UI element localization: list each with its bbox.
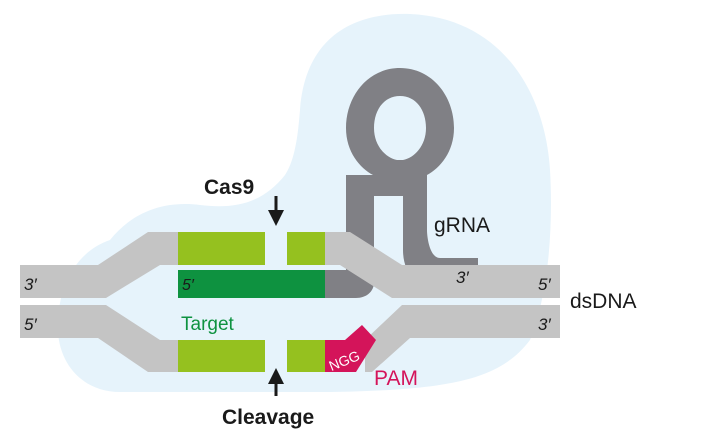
bottom-dna-strand-right — [365, 305, 560, 372]
pam-label: PAM — [374, 367, 418, 390]
grna-spacer — [178, 270, 325, 298]
bottom-right-end-label: 3′ — [538, 315, 551, 334]
grna-3prime-label: 3′ — [456, 268, 469, 287]
bottom-dna-strand-left — [20, 305, 178, 372]
pam-segment — [325, 325, 376, 372]
target-top-left — [178, 232, 265, 265]
top-right-end-label: 5′ — [538, 275, 551, 294]
grna-left-stem — [325, 175, 396, 298]
top-left-end-label: 3′ — [24, 275, 37, 294]
grna-label: gRNA — [434, 214, 490, 237]
grna-scaffold — [325, 68, 478, 298]
cleavage-arrow-top — [268, 196, 284, 226]
cas9-label: Cas9 — [204, 176, 254, 199]
target-bottom-left — [178, 340, 265, 372]
cleavage-label: Cleavage — [222, 406, 314, 429]
dsdna-label: dsDNA — [570, 290, 637, 313]
grna-right-stem — [403, 160, 478, 290]
cleavage-arrow-bottom — [268, 368, 284, 396]
target-top-right — [287, 232, 325, 265]
top-dna-strand-right — [325, 232, 560, 298]
target-label: Target — [181, 314, 235, 335]
top-dna-strand-left — [20, 232, 178, 298]
bottom-left-end-label: 5′ — [24, 315, 37, 334]
guide-5prime-label: 5′ — [182, 277, 195, 294]
target-bottom-right — [287, 340, 325, 372]
